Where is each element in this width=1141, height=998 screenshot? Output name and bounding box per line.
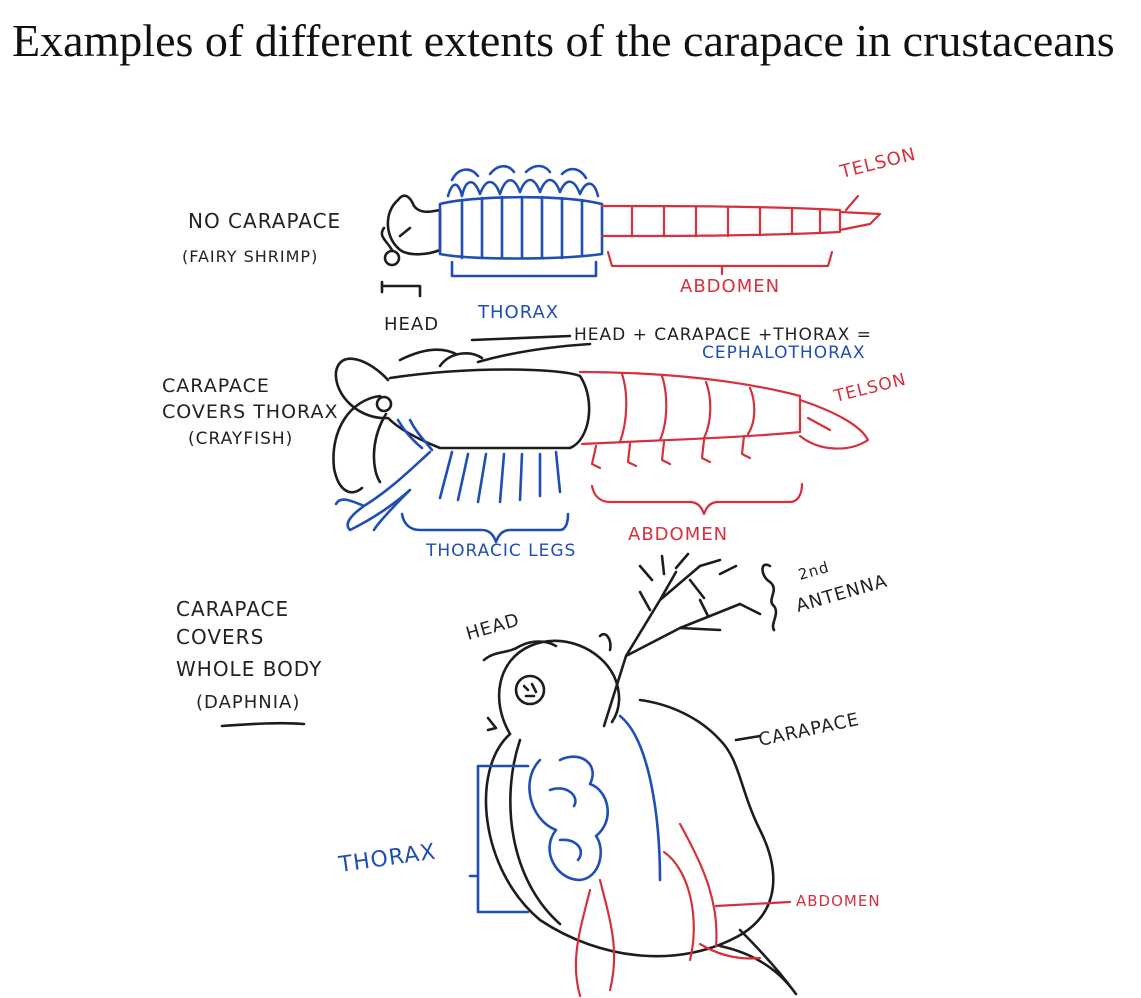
daphnia-head-label: HEAD	[464, 609, 523, 644]
fairy-shrimp-antenna	[380, 226, 412, 252]
cephalothorax-label-2: CEPHALOTHORAX	[702, 343, 865, 363]
page-title: Examples of different extents of the car…	[12, 15, 1115, 66]
fairy-shrimp-abdomen-segments	[600, 194, 882, 238]
crayfish-abdomen-bracket	[590, 482, 804, 516]
crayfish-abdomen	[578, 370, 870, 470]
crayfish-caption-3: (CRAYFISH)	[188, 429, 293, 449]
thorax-bracket	[450, 260, 598, 278]
fairy-shrimp-head	[386, 194, 442, 256]
thoracic-legs-bracket	[400, 512, 570, 544]
fairy-shrimp-abdomen-label: ABDOMEN	[680, 276, 780, 297]
fairy-shrimp-caption-1: NO CARAPACE	[188, 209, 341, 233]
daphnia-second-antenna	[602, 558, 762, 728]
cephalothorax-label-1: HEAD + CARAPACE +THORAX =	[574, 325, 872, 345]
daphnia-caption-3: WHOLE BODY	[176, 657, 322, 681]
daphnia-abdomen-label: ABDOMEN	[796, 892, 881, 910]
daphnia-thorax-bracket	[468, 764, 530, 914]
daphnia-thorax-label: THORAX	[336, 840, 437, 879]
fairy-shrimp-thorax-segments	[438, 164, 604, 260]
crayfish-eye	[375, 395, 393, 413]
crayfish-drawing	[332, 334, 870, 544]
daphnia-abdomen	[574, 822, 792, 998]
daphnia-caption-4: (DAPHNIA)	[196, 692, 300, 713]
head-bracket	[380, 280, 422, 298]
daphnia-carapace-spine	[718, 928, 798, 996]
fairy-shrimp-eye	[383, 249, 401, 267]
crayfish-caption-2: COVERS THORAX	[162, 401, 339, 423]
daphnia-caption-2: COVERS	[176, 625, 264, 649]
daphnia-eye	[514, 674, 546, 706]
crayfish-telson	[798, 398, 870, 450]
fairy-shrimp-head-label: HEAD	[384, 314, 439, 335]
crayfish-thoracic-legs	[334, 418, 562, 532]
crayfish-abdomen-label: ABDOMEN	[628, 524, 728, 545]
thoracic-legs-label: THORACIC LEGS	[425, 541, 576, 561]
crayfish-caption-1: CARAPACE	[162, 375, 270, 397]
cephalothorax-pointer	[470, 334, 572, 342]
daphnia-carapace	[484, 698, 775, 958]
daphnia-head	[497, 639, 621, 736]
daphnia-caption-underline	[220, 721, 306, 728]
fairy-shrimp-telson	[838, 194, 882, 232]
daphnia-drawing	[468, 552, 798, 998]
daphnia-carapace-label: CARAPACE	[757, 709, 862, 751]
crayfish-antennae	[332, 394, 388, 494]
daphnia-caption-1: CARAPACE	[176, 597, 289, 621]
fairy-shrimp-caption-2: (FAIRY SHRIMP)	[182, 247, 318, 266]
fairy-shrimp-telson-label: TELSON	[837, 144, 918, 183]
abdomen-bracket	[606, 250, 834, 276]
daphnia-thorax	[468, 714, 662, 914]
fairy-shrimp-thorax-label: THORAX	[477, 302, 559, 323]
crayfish-claw	[334, 450, 432, 532]
crayfish-telson-label: TELSON	[831, 370, 908, 407]
crayfish-carapace	[334, 357, 591, 450]
fairy-shrimp-drawing	[380, 164, 882, 298]
daphnia-antenna-label-1: 2nd	[796, 558, 831, 584]
